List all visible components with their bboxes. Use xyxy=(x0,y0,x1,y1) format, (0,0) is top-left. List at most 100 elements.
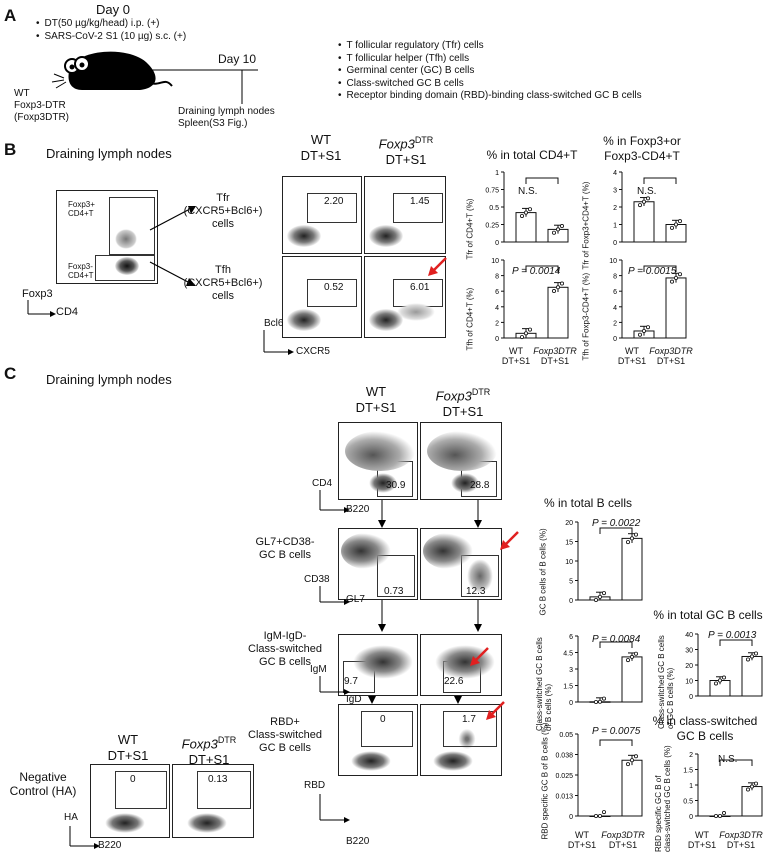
c-col-wt: WT DT+S1 xyxy=(338,384,414,416)
tissue-item: Draining lymph nodes xyxy=(178,106,275,117)
gate-label-line: Foxp3- xyxy=(68,262,93,271)
y-tick-label: 6 xyxy=(495,289,499,296)
y-axis-label: Tfh of Foxp3-CD4+T (%) xyxy=(581,272,591,361)
row-label-line: (CXCR5+Bcl6+) xyxy=(183,205,263,217)
x-cat-line: DT+S1 xyxy=(687,840,717,850)
population-item: Receptor binding domain (RBD)-binding cl… xyxy=(338,90,642,103)
p-value-label: P = 0.0022 xyxy=(592,518,641,529)
gating-arrows-b xyxy=(149,206,196,286)
flow-plot-foxp3-cd4 xyxy=(56,190,158,284)
bar xyxy=(621,759,643,817)
y-tick-label: 0.025 xyxy=(555,773,573,780)
data-point xyxy=(722,811,727,816)
data-point xyxy=(594,700,599,705)
tissue-list: Draining lymph nodes Spleen(S3 Fig.) xyxy=(178,106,275,130)
y-tick-label: 30 xyxy=(685,648,693,655)
data-point xyxy=(556,285,561,290)
x-cat-line: WT xyxy=(509,346,523,356)
cell-cluster xyxy=(369,473,397,493)
y-tick-label: 1.5 xyxy=(563,684,573,691)
gate-label-line: Foxp3+ xyxy=(68,200,95,209)
col-header-line: DT+S1 xyxy=(107,748,149,763)
data-point xyxy=(552,230,557,235)
y-tick-label: 8 xyxy=(613,274,617,281)
data-point xyxy=(638,203,643,208)
row-label-line: (CXCR5+Bcl6+) xyxy=(183,277,263,289)
y-tick-label: 4 xyxy=(613,305,617,312)
y-tick-label: 0.5 xyxy=(489,205,499,212)
col-header-sup: DTR xyxy=(471,387,491,397)
data-point xyxy=(626,540,631,545)
flow-plot-cd4-b220-wt xyxy=(338,422,418,500)
population-list: T follicular regulatory (Tfr) cells T fo… xyxy=(328,40,642,103)
col-header-genotype: Foxp3 xyxy=(181,736,218,752)
row-label-line: GC B cells xyxy=(259,656,311,668)
row-label-line: Class-switched xyxy=(248,643,322,655)
gate-tfh xyxy=(307,279,357,307)
data-point xyxy=(556,227,561,232)
bar xyxy=(621,537,643,601)
b-col-wt: WT DT+S1 xyxy=(283,132,359,164)
b-col-ko: Foxp3DTR DT+S1 xyxy=(366,132,446,168)
y-tick-label: 15 xyxy=(565,540,573,547)
col-header-line: DT+S1 xyxy=(385,152,427,168)
cell-cluster xyxy=(341,533,391,569)
data-point xyxy=(602,696,607,701)
col-header-line: WT xyxy=(117,732,139,747)
y-tick-label: 10 xyxy=(685,679,693,686)
flow-plot-ha-wt xyxy=(90,764,170,838)
data-point xyxy=(638,332,643,337)
mouse-label: WT Foxp3-DTR (Foxp3DTR) xyxy=(14,88,69,124)
col-header-line: WT xyxy=(310,132,332,147)
axis-arrows-tfh xyxy=(263,330,294,355)
data-point xyxy=(670,279,675,284)
y-axis-label: RBD specific GC B of B cells (%) xyxy=(540,722,550,840)
y-axis-label: Tfh of CD4+T (%) xyxy=(465,287,475,351)
significance-bracket xyxy=(599,739,633,746)
cell-cluster xyxy=(457,727,477,751)
data-point xyxy=(528,207,533,212)
data-point xyxy=(634,532,639,537)
data-point xyxy=(560,281,565,286)
y-tick-label: 4 xyxy=(613,170,617,177)
data-point xyxy=(630,654,635,659)
y-tick-label: 6 xyxy=(613,289,617,296)
data-point xyxy=(714,681,719,686)
axis-foxp3: Foxp3 xyxy=(22,288,53,300)
p-value-label: P = 0.0084 xyxy=(592,634,641,645)
cell-cluster xyxy=(467,559,493,593)
row-label-line: cells xyxy=(211,218,234,230)
axis-arrows-igm xyxy=(319,676,350,695)
y-tick-label: 40 xyxy=(685,632,693,639)
data-point xyxy=(560,224,565,229)
row-label-line: Tfh xyxy=(215,264,231,276)
data-point xyxy=(670,225,675,230)
data-point xyxy=(528,327,533,332)
y-tick-label: 2 xyxy=(613,320,617,327)
cell-cluster xyxy=(427,431,497,471)
gate-value: 22.6 xyxy=(444,676,464,687)
panel-a-label: A xyxy=(4,6,17,25)
tissue-item: Spleen(S3 Fig.) xyxy=(178,118,248,129)
data-point xyxy=(520,213,525,218)
data-point xyxy=(642,328,647,333)
ha-col-ko: Foxp3DTR DT+S1 xyxy=(166,732,252,768)
gate-rbd xyxy=(361,711,413,747)
panel-b-title: Draining lymph nodes xyxy=(46,146,172,161)
y-tick-label: 1 xyxy=(495,170,499,177)
y-tick-label: 4.5 xyxy=(563,651,573,658)
gate-gc xyxy=(461,555,499,597)
mouse-drawing xyxy=(51,51,258,90)
gate-value: 2.20 xyxy=(324,196,344,207)
flow-plot-cs-ko xyxy=(420,634,502,696)
graph-head-line: % in Foxp3+or xyxy=(603,134,681,148)
b-graph-head-2: % in Foxp3+or Foxp3-CD4+T xyxy=(592,134,692,164)
y-tick-label: 8 xyxy=(495,274,499,281)
data-point xyxy=(634,754,639,759)
y-tick-label: 1 xyxy=(613,223,617,230)
